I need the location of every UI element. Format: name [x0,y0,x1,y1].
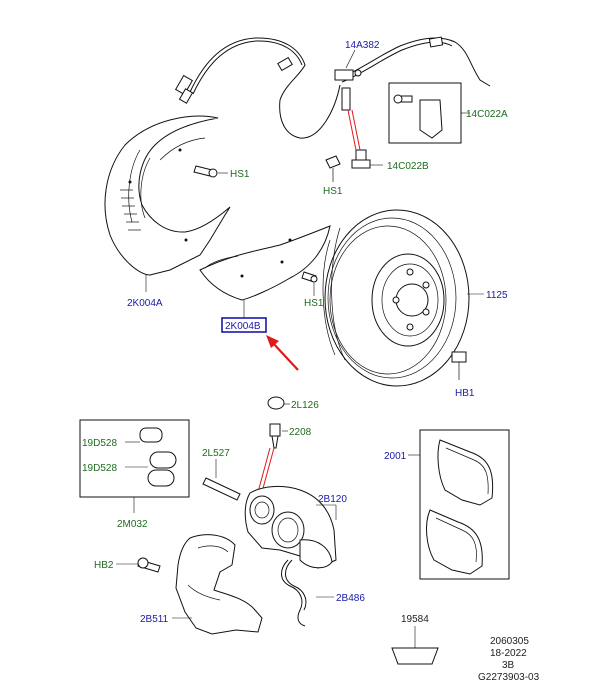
wheel-speed-sensor [174,36,491,139]
label-2B486: 2B486 [336,593,365,604]
spring-2B486 [281,559,334,627]
label-2208: 2208 [289,427,312,438]
label-hs1-sensor: HS1 [323,186,343,197]
label-19D528-1: 19D528 [82,438,117,449]
bolt-hb2 [116,557,161,573]
pads-box-2001 [408,429,510,580]
label-2K004B: 2K004B [225,321,261,332]
cap-2L126 [267,396,290,410]
brake-shield-2K004A [104,115,231,292]
label-2L126: 2L126 [291,400,319,411]
footer-line-2: 18-2022 [490,648,527,659]
footer-line-3: 3B [502,660,515,671]
label-hb1: HB1 [455,388,475,399]
label-19D528-2: 19D528 [82,463,117,474]
bracket-14C022A [388,82,470,144]
carrier-2B511 [172,534,263,635]
label-2L527: 2L527 [202,448,230,459]
label-19584: 19584 [401,614,429,625]
label-hs1-shield-small: HS1 [304,298,324,309]
bleed-screw-2208 [257,423,288,493]
grease-19584 [391,626,439,665]
label-14A382: 14A382 [345,40,380,51]
brake-disc-1125 [322,209,484,387]
brake-shield-2K004B [199,225,331,318]
caliper-2B120 [244,485,337,569]
label-2B120: 2B120 [318,494,347,505]
label-hb2: HB2 [94,560,114,571]
pad-kit-box-2M032 [79,419,190,513]
footer-line-1: 2060305 [490,636,529,647]
footer-line-4: G2273903-03 [478,672,540,680]
label-14C022A: 14C022A [466,109,508,120]
clip-14C022B [325,149,383,182]
label-2M032: 2M032 [117,519,148,530]
label-2K004A: 2K004A [127,298,163,309]
label-1125: 1125 [486,290,508,301]
label-14C022B: 14C022B [387,161,429,172]
label-2001: 2001 [384,451,407,462]
label-hs1-shield-top: HS1 [230,169,250,180]
highlight-box-2K004B [221,317,267,333]
bolt-hs1-top [193,165,228,178]
red-arrow-icon [266,335,299,371]
label-2B511: 2B511 [140,614,169,625]
highlight-lines-sensor [345,49,361,151]
guide-pin-2L527 [202,459,241,501]
